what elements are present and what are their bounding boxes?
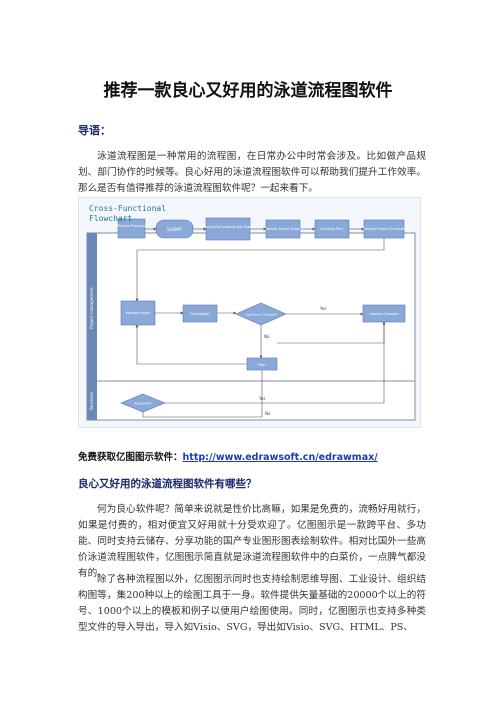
node-start <box>117 218 146 239</box>
edge-no-label: No <box>264 334 270 339</box>
node-significant-label: Significant Changes? <box>245 313 277 317</box>
node-submit-label: SUBMIT <box>167 227 183 232</box>
node-develop-plan-label: Develop Plan <box>321 227 344 231</box>
download-link[interactable]: http://www.edrawsoft.cn/edrawmax/ <box>182 452 378 463</box>
node-final-report-label: Final Report <box>190 312 210 316</box>
node-approve-label: Approve Changes <box>369 312 398 316</box>
lead-label: 导语： <box>78 124 111 137</box>
node-manage-project-label: Manage Project <box>126 311 151 315</box>
node-plan-label: Plan <box>258 363 265 367</box>
figure-title-line1: Cross-Functional <box>89 204 167 213</box>
node-manage-project <box>120 300 156 326</box>
edge-no2-label: No <box>265 411 271 416</box>
lane2-header <box>87 381 97 420</box>
download-label: 免费获取亿图图示软件： <box>78 452 183 463</box>
section-heading: 良心又好用的泳道流程图软件有哪些？ <box>78 478 257 490</box>
node-review-past <box>205 217 251 241</box>
lane1-label: Project management <box>89 287 94 329</box>
node-identify-scope-label: Identify Project Scope <box>266 227 301 231</box>
edge-yes-label: Yes <box>319 306 326 311</box>
flowchart-figure: Project management Business Review Propo… <box>78 197 421 428</box>
page-title: 推荐一款良心又好用的泳道流程图软件 <box>103 81 393 101</box>
lead-paragraph: 泳道流程图是一种常用的流程图，在日常办公中时常会涉及。比如做产品规划、部门协作的… <box>78 151 426 194</box>
node-approved-label: Approved? <box>135 402 152 406</box>
flowchart-diagram: Project management Business Review Propo… <box>86 217 416 421</box>
section-paragraph-2: 除了各种流程图以外，亿图图示同时也支持绘制思维导图、工业设计、组织结构图等，集2… <box>78 574 426 633</box>
node-review-past-label: Review Past projects with Steps <box>203 225 254 229</box>
lane2-label: Business <box>89 392 94 410</box>
section-paragraph-1: 何为良心软件呢？简单来说就是性价比高嘛，如果是免费的，流畅好用就行，如果是付费的… <box>78 504 426 579</box>
figure-title-line2: Flowchart <box>89 214 133 223</box>
figure-title: Cross-Functional Flowchart <box>89 204 166 224</box>
swimlane-frame <box>86 232 416 421</box>
lane1-header <box>87 233 97 381</box>
download-line: 免费获取亿图图示软件：http://www.edrawsoft.cn/edraw… <box>78 449 378 463</box>
node-project-schedule-label: Establish Project Schedule <box>364 227 405 231</box>
node-start-label: Review Proposal <box>117 224 145 228</box>
